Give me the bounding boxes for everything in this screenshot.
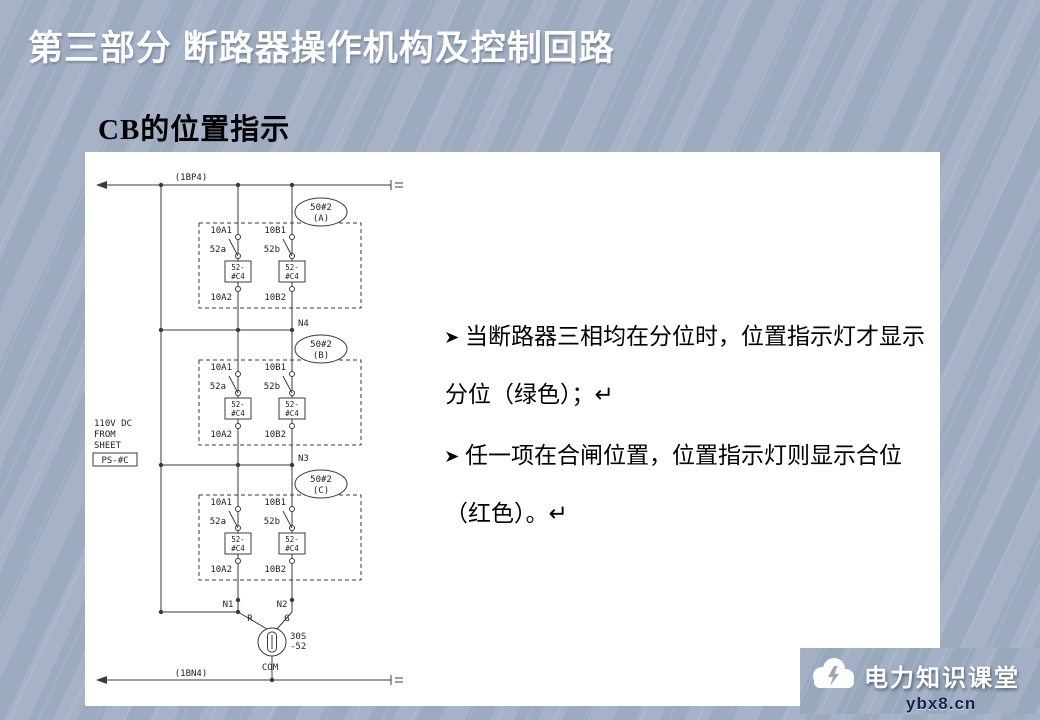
top-bus-label: (1BP4)	[175, 173, 208, 183]
cloud-logo-icon	[808, 656, 856, 695]
phase-block-b: 50#2 (B) 10A1 52a 52- #C4 10A2 10B1 52b	[198, 334, 362, 446]
node-label-n4: N4	[298, 319, 309, 329]
lamp-com-label: COM	[262, 663, 279, 673]
terminal-label: 10B1	[264, 498, 286, 508]
terminal-label: 10B1	[264, 363, 286, 373]
phase-letter: (A)	[313, 214, 329, 224]
bullet-text: 当断路器三相均在分位时，位置指示灯才显示分位（绿色）；↵	[445, 324, 925, 407]
section-subtitle: CB的位置指示	[98, 114, 291, 146]
brand-name: 电力知识课堂	[864, 665, 1020, 692]
aux-label: #C4	[231, 272, 245, 281]
contact-label: 52b	[264, 517, 280, 527]
bullet-item: 当断路器三相均在分位时，位置指示灯才显示分位（绿色）；↵	[445, 308, 927, 423]
aux-label: 52-	[285, 535, 299, 544]
node-label-n1: N1	[223, 600, 234, 610]
relay-label: 50#2	[310, 475, 332, 485]
lamp-red-label: R	[247, 614, 253, 624]
cb-position-circuit-diagram: (1BP4) (1BN4) 110V DC FROM SHEET PS-#C N…	[91, 160, 411, 705]
phase-block-a: 50#2 (A) 10A1 52a 52- #C4 10A2 10B1 52b	[198, 197, 362, 309]
terminal-label: 10A1	[210, 498, 232, 508]
contact-label: 52b	[264, 245, 280, 255]
contact-label: 52a	[210, 517, 226, 527]
node-label-n2: N2	[277, 600, 288, 610]
lamp-green-label: G	[284, 614, 289, 624]
aux-label: 52-	[285, 400, 299, 409]
aux-label: #C4	[231, 544, 245, 553]
node-label-n3: N3	[298, 454, 309, 464]
relay-label: 50#2	[310, 340, 332, 350]
aux-label: #C4	[285, 544, 299, 553]
terminal-label: 10B1	[264, 226, 286, 236]
phase-letter: (C)	[313, 486, 329, 496]
position-indicator-lamp: R G 30S -52 COM	[247, 614, 306, 673]
brand-row: 电力知识课堂	[808, 656, 1020, 695]
aux-label: 52-	[285, 263, 299, 272]
aux-label: #C4	[285, 272, 299, 281]
dc-supply-label: 110V DC FROM SHEET PS-#C	[92, 419, 138, 467]
terminal-label: 10A1	[210, 226, 232, 236]
terminal-label: 10B2	[264, 430, 286, 440]
content-panel: (1BP4) (1BN4) 110V DC FROM SHEET PS-#C N…	[85, 152, 940, 706]
left-arrow-icon	[96, 676, 107, 684]
bottom-bus-label: (1BN4)	[175, 669, 208, 679]
contact-label: 52b	[264, 382, 280, 392]
aux-label: 52-	[231, 400, 245, 409]
relay-label: 50#2	[310, 203, 332, 213]
arrow-bullet-icon	[445, 309, 460, 366]
contact-label: 52a	[210, 245, 226, 255]
aux-label: 52-	[231, 535, 245, 544]
terminal-label: 10A1	[210, 363, 232, 373]
supply-line1: 110V DC	[94, 419, 132, 429]
terminal-label: 10A2	[210, 565, 232, 575]
terminal-label: 10B2	[264, 293, 286, 303]
aux-label: 52-	[231, 263, 245, 272]
contact-label: 52a	[210, 382, 226, 392]
watermark: 电力知识课堂 ybx8.cn	[800, 648, 1040, 714]
phase-block-c: 50#2 (C) 10A1 52a 52- #C4 10A2 10B1 52b	[198, 469, 362, 581]
terminal-label: 10A2	[210, 293, 232, 303]
circuit-schematic-svg: (1BP4) (1BN4) 110V DC FROM SHEET PS-#C N…	[92, 173, 403, 685]
bullet-item: 任一项在合闸位置，位置指示灯则显示合位（红色）。↵	[445, 427, 927, 542]
aux-label: #C4	[285, 409, 299, 418]
supply-line2: FROM	[94, 430, 116, 440]
phase-letter: (B)	[313, 351, 329, 361]
lamp-device-label: 30S	[290, 632, 306, 642]
arrow-bullet-icon	[445, 428, 460, 485]
lamp-device-label: -52	[290, 642, 306, 652]
slide-title: 第三部分 断路器操作机构及控制回路	[28, 29, 615, 68]
aux-label: #C4	[231, 409, 245, 418]
bullet-list: 当断路器三相均在分位时，位置指示灯才显示分位（绿色）；↵ 任一项在合闸位置，位置…	[445, 308, 927, 546]
bullet-text: 任一项在合闸位置，位置指示灯则显示合位（红色）。↵	[445, 443, 902, 526]
dc-bus-wiring	[96, 180, 403, 685]
left-arrow-icon	[96, 181, 107, 189]
terminal-label: 10A2	[210, 430, 232, 440]
supply-line3: SHEET	[94, 441, 122, 451]
supply-sheet-ref: PS-#C	[101, 456, 128, 466]
terminal-label: 10B2	[264, 565, 286, 575]
site-url: ybx8.cn	[906, 694, 977, 713]
